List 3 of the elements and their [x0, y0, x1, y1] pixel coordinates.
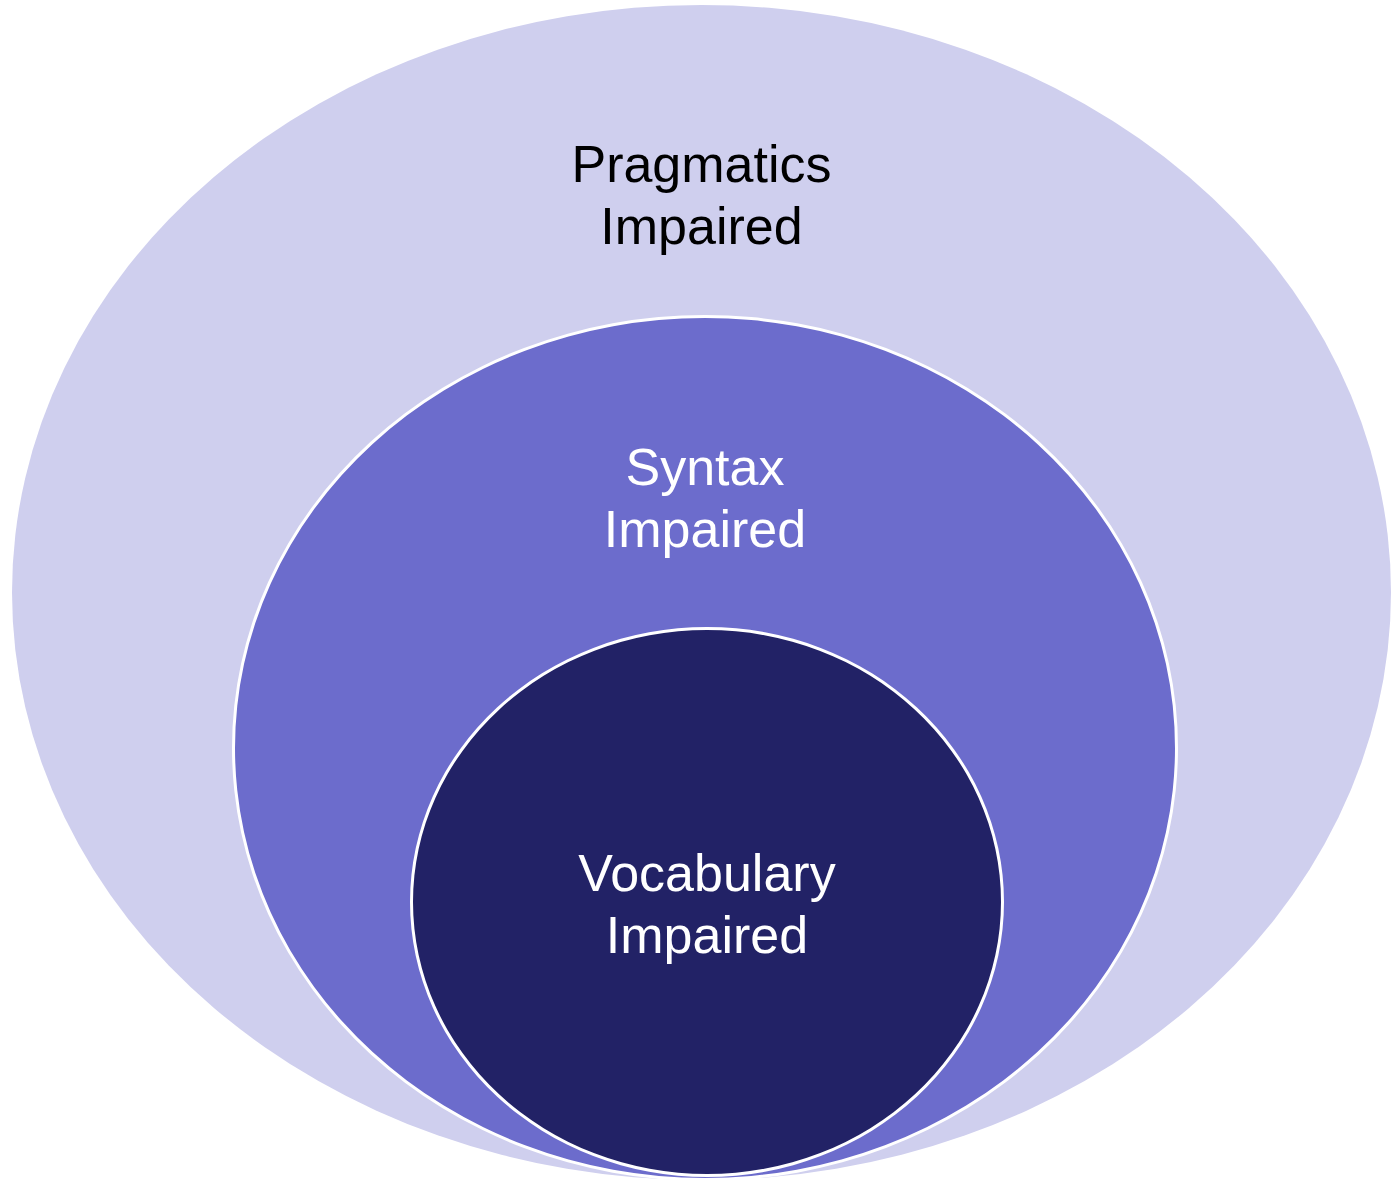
ellipse-label: Pragmatics Impaired: [570, 134, 833, 257]
ellipse-label: Syntax Impaired: [602, 437, 808, 560]
ellipse-label: Vocabulary Impaired: [577, 843, 837, 966]
